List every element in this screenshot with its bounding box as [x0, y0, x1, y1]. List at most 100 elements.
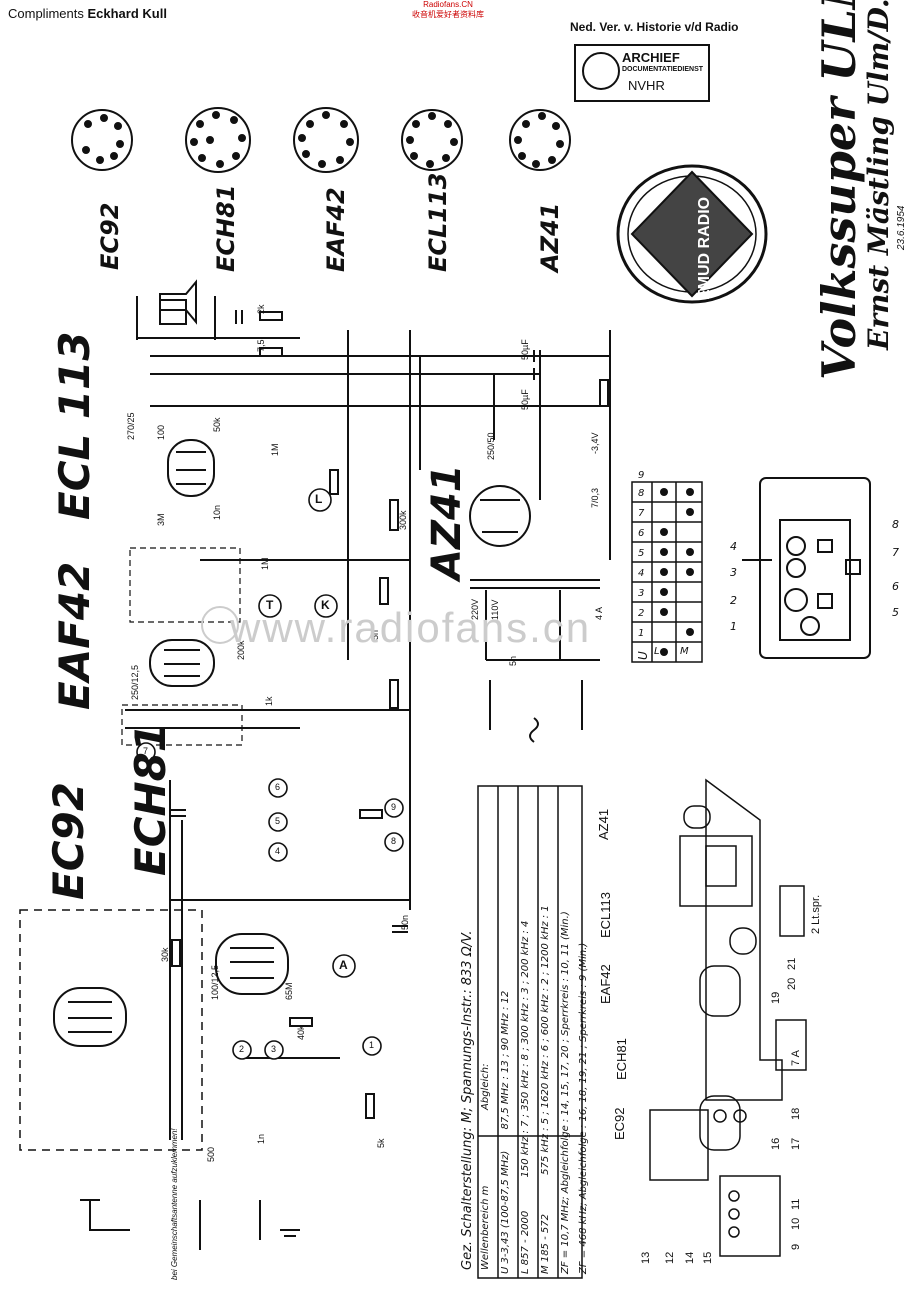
- band-zf2: ZF = 468 kHz;: [578, 1202, 589, 1274]
- tube-ecl113: [167, 439, 215, 497]
- marker-3: 3: [271, 1044, 277, 1054]
- align-l: 150 kHz : 7 ; 350 kHz : 8 ; 300 kHz : 3 …: [520, 920, 531, 1178]
- matrix-col-1: 1: [638, 628, 645, 639]
- comp-5k: 5k: [376, 1138, 386, 1148]
- matrix-col-4: 4: [638, 568, 645, 579]
- emud-logo-text: EMUD RADIO: [696, 196, 713, 300]
- comp-7-0-3: 7/0,3: [590, 487, 600, 508]
- socket-label-az41: AZ41: [536, 202, 564, 272]
- layout-pin-9: 9: [790, 1243, 802, 1250]
- stamp-line2: DOCUMENTATIEDIENST: [622, 66, 704, 73]
- comp-100: 100: [156, 424, 166, 440]
- marker-5: 5: [275, 816, 281, 826]
- socket-label-eaf42: EAF42: [322, 187, 350, 272]
- marker-8: 8: [391, 836, 397, 846]
- marker-6: 6: [275, 782, 281, 792]
- comp-300k: 300k: [398, 510, 408, 530]
- comp-50uf-a: 50µF: [520, 339, 530, 360]
- tube-label-az41: AZ41: [424, 464, 470, 580]
- tube-ech81: [215, 933, 289, 995]
- matrix-row-l: L: [654, 646, 660, 657]
- speaker-symbol: [136, 279, 216, 340]
- comp-1m-a: 1M: [270, 443, 280, 456]
- layout-label-eaf42: EAF42: [598, 964, 613, 1004]
- band-zf1: ZF = 10,7 MHz;: [560, 1196, 571, 1274]
- layout-pin-14: 14: [684, 1251, 696, 1264]
- comp-50n: 50n: [400, 914, 410, 930]
- socket-label-ec92: EC92: [96, 202, 124, 270]
- antenna-note: bei Gemeinschaftsantenne aufzuklemmen!: [170, 1128, 179, 1280]
- comp-50uf-b: 50µF: [520, 389, 530, 410]
- marker-4: 4: [275, 846, 281, 856]
- emud-logo: [616, 164, 768, 304]
- switch-matrix-grid: [631, 481, 703, 663]
- source-site: Radiofans.CN: [423, 0, 473, 9]
- layout-pin-2ltspr: 2 Lt.spr.: [810, 894, 822, 934]
- layout-pin-12: 12: [664, 1251, 676, 1264]
- comp-270-25: 270/25: [126, 412, 136, 440]
- tube-label-ec92: EC92: [44, 782, 93, 900]
- table-caption: Gez. Schalterstellung: M; Spannungs-Inst…: [460, 930, 475, 1270]
- marker-T: T: [266, 598, 274, 612]
- switch-num-4: 4: [730, 540, 737, 553]
- comp-50k: 50k: [212, 417, 222, 432]
- credit-name: Eckhard Kull: [87, 6, 167, 21]
- layout-pin-10: 10: [790, 1217, 802, 1230]
- layout-pin-15: 15: [702, 1251, 714, 1264]
- comp-65m: 65M: [284, 982, 294, 1000]
- comp-1k: 1k: [264, 696, 274, 706]
- band-m: M: [540, 1265, 551, 1274]
- matrix-col-5: 5: [638, 548, 645, 559]
- matrix-row-u: U: [636, 651, 650, 660]
- comp-250-50: 250/50: [486, 432, 496, 460]
- align-m: 575 kHz : 5 ; 1620 kHz : 6 ; 600 kHz : 2…: [540, 905, 551, 1175]
- marker-A: A: [339, 958, 348, 972]
- socket-label-ech81: ECH81: [212, 184, 240, 273]
- align-zf2: Abgleichfolge : 16, 18, 19, 21 ; Sperrkr…: [578, 942, 589, 1200]
- comp-500: 500: [206, 1146, 216, 1162]
- align-zf1: Abgleichfolge : 14, 15, 17, 20 ; Sperrkr…: [560, 911, 571, 1194]
- comp-10n: 10n: [212, 504, 222, 520]
- range-u: 3-3,43 (100-87,5 MHz): [500, 1150, 511, 1264]
- comp-4a: 4 A: [594, 606, 604, 620]
- comp-5n-b: 5n: [508, 655, 518, 666]
- layout-pin-7a: 7 A: [790, 1050, 802, 1066]
- layout-pin-21: 21: [786, 957, 798, 970]
- socket-ec92: [71, 109, 133, 171]
- marker-L: L: [315, 492, 323, 506]
- switch-num-1: 1: [730, 620, 737, 633]
- comp-1n: 1n: [256, 1133, 266, 1144]
- align-u: 87,5 MHz : 13 ; 90 MHz : 12: [500, 990, 511, 1130]
- layout-pin-20: 20: [786, 977, 798, 990]
- tube-eaf42: [149, 639, 215, 687]
- matrix-col-2: 2: [638, 608, 645, 619]
- alignment-table-grid: [477, 785, 583, 1279]
- stamp-line3: NVHR: [628, 78, 665, 93]
- socket-label-ecl113: ECL113: [424, 172, 452, 272]
- switch-num-7: 7: [892, 546, 899, 559]
- comp-30k: 30k: [160, 947, 170, 962]
- layout-pin-18: 18: [790, 1107, 802, 1120]
- socket-az41: [509, 109, 571, 171]
- matrix-row-m: M: [680, 646, 689, 657]
- socket-ecl113: [401, 109, 463, 171]
- matrix-col-9: 9: [638, 470, 645, 481]
- tube-ec92: [53, 987, 127, 1047]
- model-date: 23.6.1954: [896, 205, 907, 251]
- band-u: U: [500, 1266, 511, 1274]
- switch-num-2: 2: [730, 594, 737, 607]
- tube-label-ecl113: ECL 113: [50, 331, 99, 520]
- comp-2k: 2k: [256, 304, 266, 314]
- layout-pin-16: 16: [770, 1137, 782, 1150]
- chassis-layout: [649, 778, 807, 1257]
- tube-label-ech81: ECH81: [126, 722, 175, 876]
- source-site-cn: 收音机爱好者资料库: [412, 10, 484, 19]
- globe-icon: [582, 52, 620, 90]
- table-row-l: L 857 - 2000 150 kHz : 7 ; 350 kHz : 8 ;…: [520, 921, 531, 1274]
- marker-7: 7: [143, 746, 149, 756]
- comp-3-4v: -3,4V: [590, 432, 600, 454]
- band-l: L: [520, 1268, 531, 1274]
- switch-assembly: [742, 477, 871, 659]
- model-name: Volkssuper ULM 65W: [812, 0, 866, 380]
